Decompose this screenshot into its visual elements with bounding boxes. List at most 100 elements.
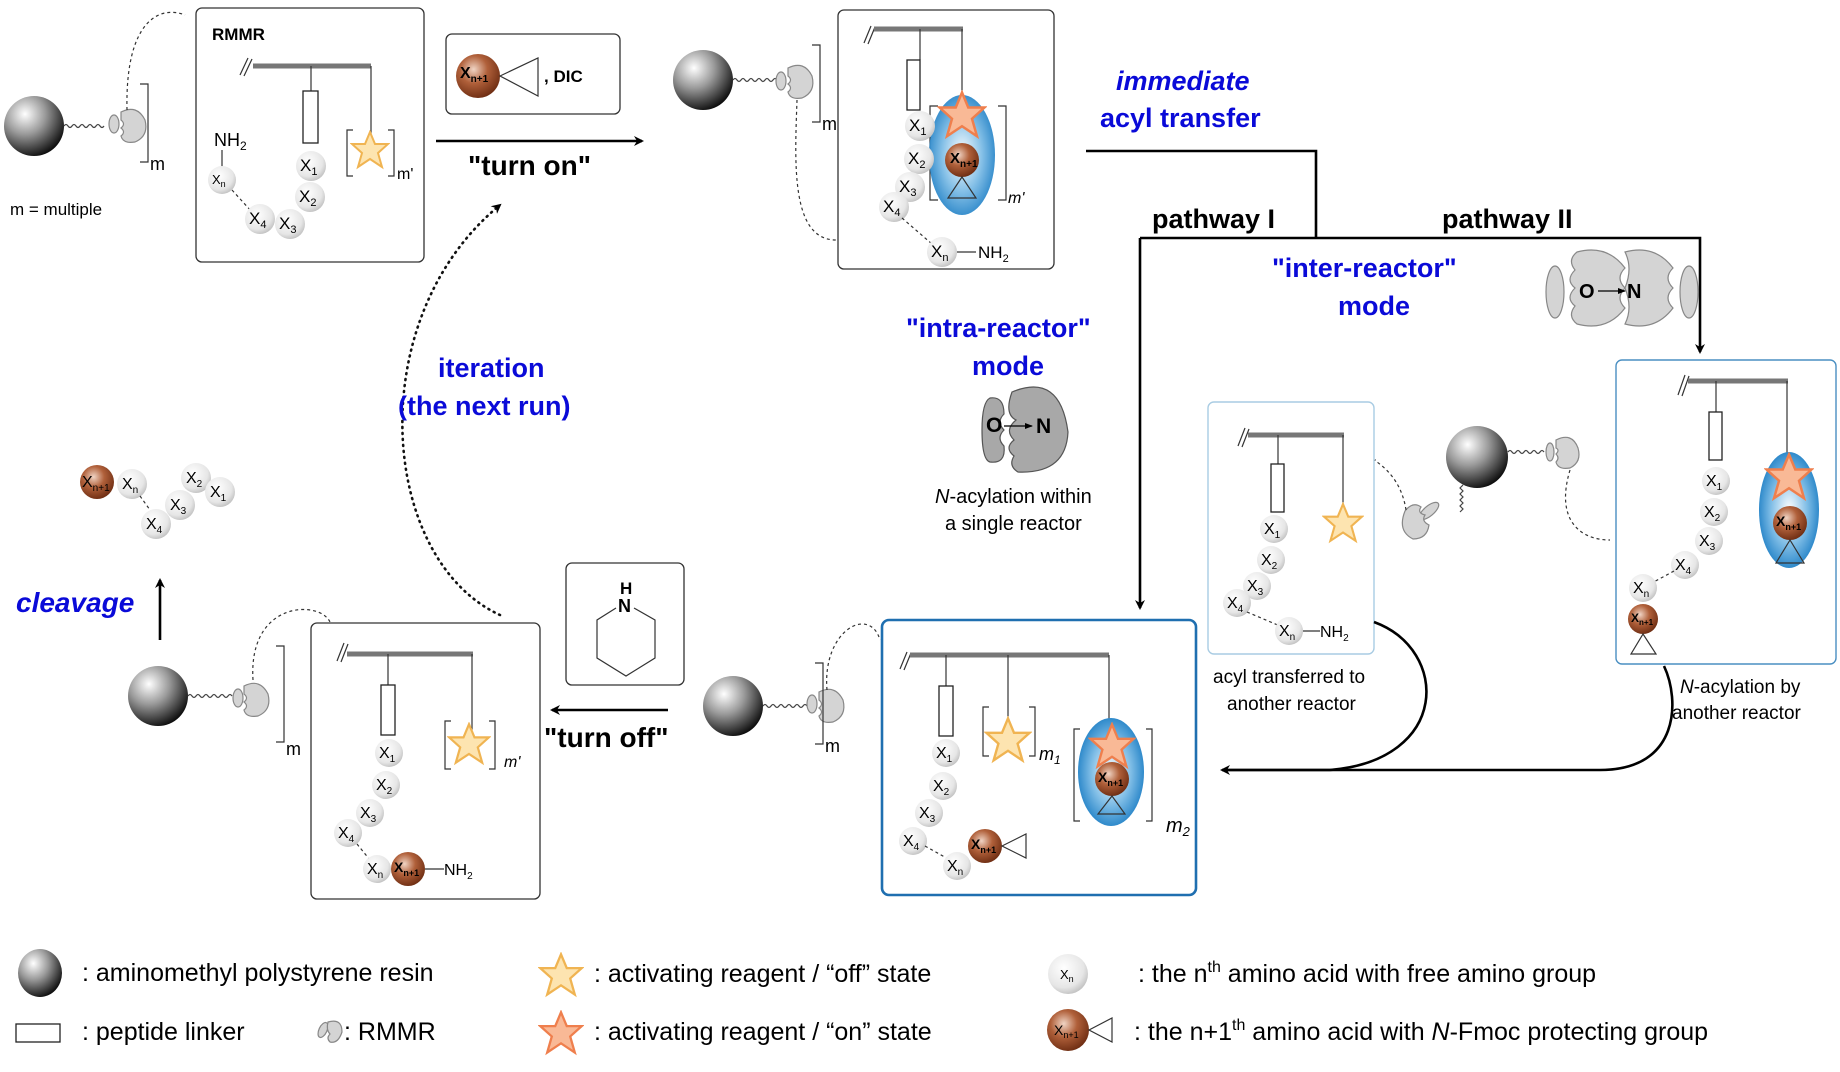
svg-text:X4: X4 — [249, 209, 266, 231]
pathway-2-label: pathway II — [1442, 204, 1573, 234]
svg-text:Xn+1: Xn+1 — [1054, 1022, 1079, 1040]
svg-text:X2: X2 — [1704, 504, 1721, 524]
amino-acid-x3: X3 — [275, 209, 305, 239]
acyl-transfer-line — [1086, 149, 1318, 238]
amino-acid-x2: X2 — [1257, 546, 1285, 574]
amino-acid-x3: X3 — [356, 799, 384, 827]
svg-text:X2: X2 — [908, 149, 925, 171]
nh2-label: NH2 — [444, 862, 473, 882]
iteration-arrow — [401, 203, 502, 617]
label-m1: m1 — [1039, 744, 1061, 767]
amino-acid-x4: X4 — [1223, 589, 1251, 617]
svg-text:Xn+1: Xn+1 — [460, 65, 489, 85]
resin-bead-icon — [1446, 426, 1508, 488]
intra-reactor-o-to-n-icon: O N — [981, 386, 1069, 473]
amino-acid-x4: X4 — [879, 192, 909, 222]
label-m2: m2 — [1166, 815, 1191, 839]
svg-text:X2: X2 — [1261, 552, 1278, 572]
turn-off-label: "turn off" — [544, 722, 669, 753]
label-m-prime: m' — [1008, 190, 1025, 207]
amino-acid-x3: X3 — [1243, 572, 1271, 600]
rmmr-title: RMMR — [212, 25, 265, 44]
svg-text:Xn+1: Xn+1 — [1776, 513, 1801, 532]
svg-text:X3: X3 — [279, 214, 296, 236]
peptide-linker-icon — [1708, 411, 1723, 461]
rmmr-icon — [775, 64, 814, 99]
inter-reactor-label: "inter-reactor" — [1272, 253, 1457, 283]
activated-reactor-box: Xn+1 m' X1 X2 X3 X4 Xn NH2 — [837, 9, 1055, 270]
svg-text:X3: X3 — [919, 805, 936, 825]
coupled-resin-assembly: m — [703, 623, 881, 756]
resin-bead-icon — [18, 949, 62, 997]
legend-star-on: : activating reagent / “on” state — [539, 1011, 932, 1054]
peptide-linker-icon — [906, 59, 921, 111]
donor-caption-line1: acyl transferred to — [1213, 667, 1365, 688]
acceptor-caption-line2: another reactor — [1672, 703, 1802, 724]
peptide-linker-icon — [380, 684, 396, 736]
donor-caption-line2: another reactor — [1227, 694, 1357, 715]
svg-text:Xn+1: Xn+1 — [950, 150, 978, 170]
label-m-prime: m' — [504, 754, 521, 771]
svg-text:Xn: Xn — [367, 861, 383, 881]
nh2-label: NH2 — [978, 243, 1009, 265]
svg-text:Xn: Xn — [1060, 967, 1074, 984]
svg-text:Xn: Xn — [1633, 580, 1649, 600]
rmmr-icon — [317, 1020, 343, 1043]
svg-text:: activating reagent / “on” st: : activating reagent / “on” state — [594, 1018, 932, 1046]
svg-text:Xn+1: Xn+1 — [971, 836, 996, 855]
rmmr-icon — [108, 108, 147, 143]
svg-text:: peptide linker: : peptide linker — [82, 1018, 245, 1046]
peptide-linker-icon — [15, 1023, 61, 1043]
svg-text:O: O — [1579, 281, 1595, 303]
svg-text:Xn: Xn — [947, 858, 963, 878]
svg-text:: aminomethyl polystyrene resi: : aminomethyl polystyrene resin — [82, 959, 434, 987]
fmoc-triangle-icon — [1087, 1017, 1113, 1043]
svg-text:X2: X2 — [299, 187, 316, 209]
fmoc-triangle-icon — [498, 57, 539, 97]
intra-caption-line1: N-acylation within — [935, 486, 1092, 508]
peptide-linker-icon — [302, 90, 319, 144]
svg-text:N: N — [1627, 281, 1641, 303]
amino-acid-x1: X1 — [932, 739, 960, 767]
svg-text:X3: X3 — [1247, 578, 1264, 598]
piperidine-ring-icon — [596, 607, 656, 677]
amino-acid-x2: X2 — [929, 772, 957, 800]
amino-acid-x1: X1 — [375, 739, 403, 767]
legend-linker: : peptide linker — [15, 1018, 245, 1046]
svg-text:X4: X4 — [1227, 595, 1244, 615]
svg-text:N: N — [1036, 415, 1051, 438]
amino-acid-xn: Xn — [1629, 574, 1657, 602]
svg-text:X4: X4 — [883, 197, 900, 219]
amino-acid-x2: X2 — [295, 182, 325, 212]
svg-text:X1: X1 — [379, 745, 396, 765]
turn-on-label: "turn on" — [468, 150, 591, 181]
label-m: m — [822, 114, 837, 134]
amino-acid-xn: Xn — [927, 237, 957, 267]
fmoc-amino-acid-icon — [1773, 506, 1807, 540]
amino-acid-xn: Xn — [208, 166, 236, 194]
svg-text:Xn+1: Xn+1 — [394, 859, 419, 878]
fmoc-amino-acid-icon — [456, 54, 500, 98]
amino-acid-x1: X1 — [296, 151, 326, 181]
cleaved-peptide: Xn+1 Xn X4 X3 X2 X1 — [80, 463, 235, 539]
peptide-linker-icon — [938, 685, 954, 737]
donor-reactor-box: X1 X2 X3 X4 Xn NH2 — [1207, 401, 1375, 655]
amino-acid-x3: X3 — [915, 799, 943, 827]
amino-acid-x1: X1 — [205, 477, 235, 507]
amino-acid-x4: X4 — [141, 509, 171, 539]
initial-resin-assembly: m m = multiple — [4, 11, 186, 219]
svg-text:X3: X3 — [899, 177, 916, 199]
svg-text:X2: X2 — [933, 778, 950, 798]
fmoc-amino-acid-icon — [1628, 604, 1658, 634]
intra-caption-line2: a single reactor — [945, 513, 1082, 535]
pathway-2-return-arrow — [1220, 665, 1674, 775]
svg-text:O: O — [986, 414, 1002, 437]
amino-acid-xn: Xn — [943, 852, 971, 880]
rmmr-box-initial: RMMR m' NH2 Xn X4 X3 X2 X1 — [195, 7, 425, 263]
amino-acid-x1: X1 — [905, 111, 935, 141]
svg-text:Xn: Xn — [931, 242, 948, 264]
star-off-icon — [539, 953, 583, 996]
fmoc-amino-acid-icon — [968, 829, 1002, 863]
svg-text:Xn: Xn — [212, 172, 226, 189]
